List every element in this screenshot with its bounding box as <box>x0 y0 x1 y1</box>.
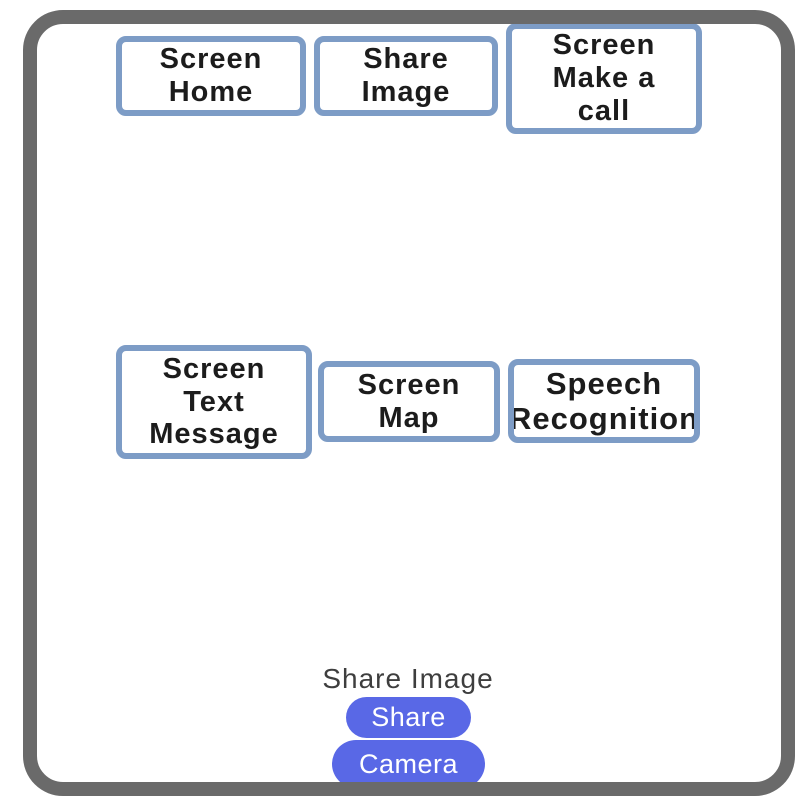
nav-button-screen-map[interactable]: Screen Map <box>318 361 500 442</box>
nav-button-screen-make-a-call[interactable]: Screen Make a call <box>506 23 702 134</box>
share-image-caption: Share Image <box>322 663 494 694</box>
nav-button-screen-home[interactable]: Screen Home <box>116 36 306 116</box>
share-button[interactable]: Share <box>346 697 471 738</box>
nav-button-screen-text-message[interactable]: Screen Text Message <box>116 345 312 459</box>
nav-button-speech-recognition[interactable]: Speech Recognition <box>508 359 700 443</box>
nav-button-share-image[interactable]: Share Image <box>314 36 498 116</box>
camera-button[interactable]: Camera <box>332 740 485 788</box>
